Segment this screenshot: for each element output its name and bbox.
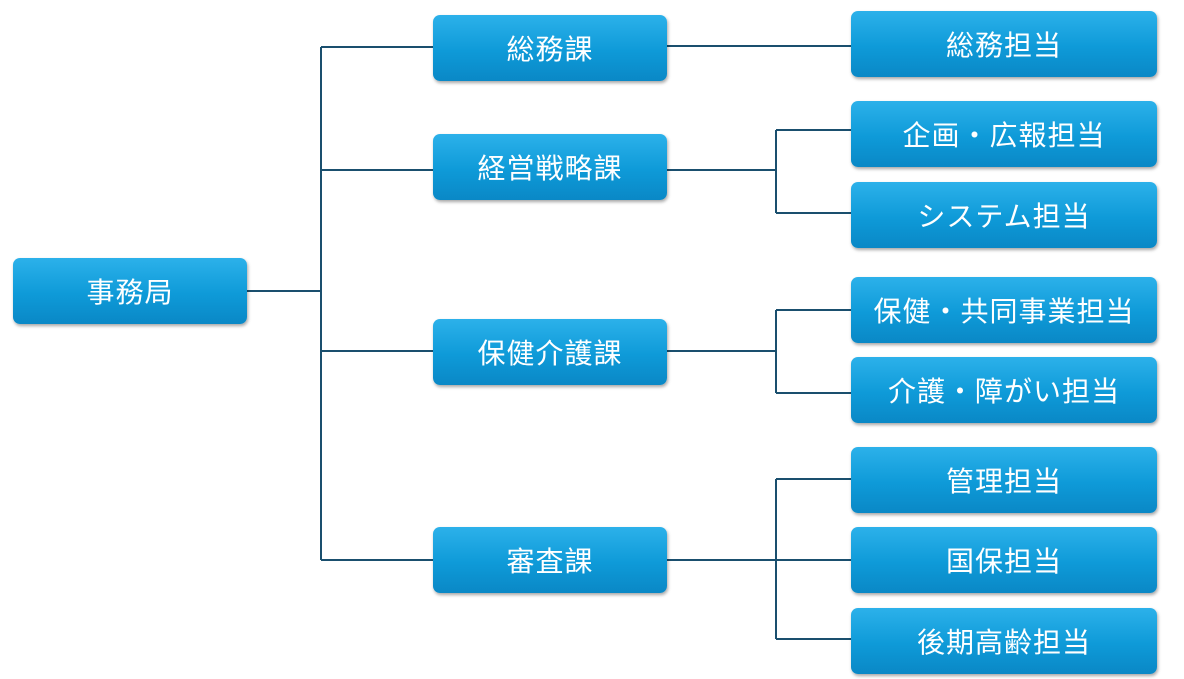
section-node-label: 経営戦略課 — [477, 152, 623, 185]
unit-node-label: 総務担当 — [945, 29, 1062, 62]
unit-node-system: システム担当 — [851, 182, 1157, 248]
section-node-hoken-kaigo: 保健介護課 — [433, 319, 667, 385]
unit-node-hoken-kyodo-jigyo: 保健・共同事業担当 — [851, 277, 1157, 343]
unit-node-label: 介護・障がい担当 — [887, 375, 1120, 408]
unit-node-label: 国保担当 — [945, 545, 1062, 578]
section-node-keiei-senryaku: 経営戦略課 — [433, 134, 667, 200]
section-node-label: 保健介護課 — [477, 337, 623, 370]
section-node-label: 審査課 — [506, 545, 594, 578]
unit-node-koki-koreisha: 後期高齢担当 — [851, 608, 1157, 674]
unit-node-label: システム担当 — [917, 200, 1091, 233]
root-node-jimukyoku: 事務局 — [13, 258, 247, 324]
unit-node-kanri: 管理担当 — [851, 447, 1157, 513]
unit-node-label: 管理担当 — [945, 465, 1062, 498]
unit-node-label: 後期高齢担当 — [916, 626, 1091, 659]
unit-node-label: 保健・共同事業担当 — [873, 295, 1135, 328]
unit-node-label: 企画・広報担当 — [902, 119, 1106, 152]
root-node-label: 事務局 — [86, 276, 174, 309]
section-node-shinsa: 審査課 — [433, 527, 667, 593]
unit-node-somu-tanto: 総務担当 — [851, 11, 1157, 77]
unit-node-kikaku-koho: 企画・広報担当 — [851, 101, 1157, 167]
unit-node-kaigo-shogai: 介護・障がい担当 — [851, 357, 1157, 423]
section-node-somu: 総務課 — [433, 15, 667, 81]
unit-node-kokuho: 国保担当 — [851, 527, 1157, 593]
section-node-label: 総務課 — [506, 33, 594, 66]
